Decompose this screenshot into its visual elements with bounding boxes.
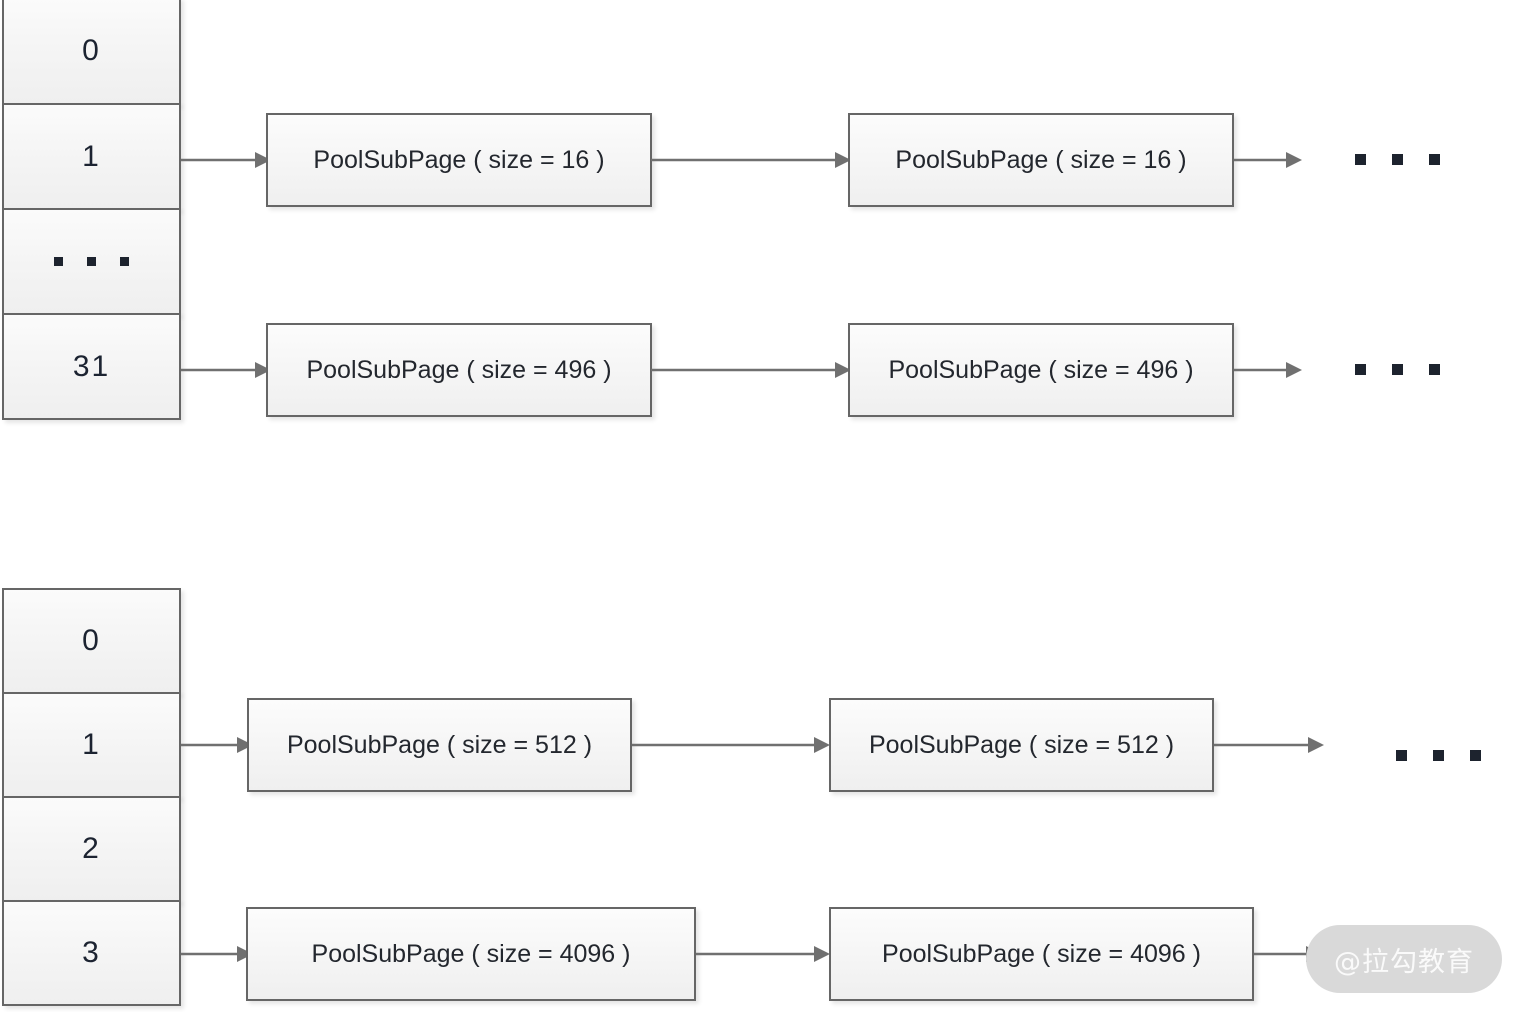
node-poolsubpage-496-b[interactable]: PoolSubPage ( size = 496 ): [848, 323, 1234, 417]
ellipsis-dot: [120, 257, 129, 266]
ellipsis-dot: [54, 257, 63, 266]
chain-trailing-ellipsis-16: [1355, 154, 1440, 165]
ellipsis-dot: [1355, 154, 1366, 165]
node-poolsubpage-4096-a[interactable]: PoolSubPage ( size = 4096 ): [246, 907, 696, 1001]
ellipsis-dot: [1392, 364, 1403, 375]
node-poolsubpage-496-a[interactable]: PoolSubPage ( size = 496 ): [266, 323, 652, 417]
node-poolsubpage-16-a[interactable]: PoolSubPage ( size = 16 ): [266, 113, 652, 207]
edge-index1-to-node16a: [181, 152, 271, 168]
index-cell-label: 0: [82, 34, 101, 67]
ellipsis-dot: [1396, 750, 1407, 761]
index-cell-ellipsis[interactable]: [2, 208, 181, 315]
ellipsis-dot: [1429, 154, 1440, 165]
node-label: PoolSubPage ( size = 496 ): [888, 355, 1194, 384]
index-cell-label: 1: [82, 139, 101, 173]
edge-index3-to-node4096a: [181, 946, 253, 962]
node-label: PoolSubPage ( size = 512 ): [868, 730, 1175, 759]
ellipsis-dot: [1429, 364, 1440, 375]
ellipsis-dot: [1433, 750, 1444, 761]
node-poolsubpage-4096-b[interactable]: PoolSubPage ( size = 4096 ): [829, 907, 1254, 1001]
node-poolsubpage-512-a[interactable]: PoolSubPage ( size = 512 ): [247, 698, 632, 792]
node-label: PoolSubPage ( size = 4096 ): [311, 939, 631, 968]
chain-trailing-ellipsis-496: [1355, 364, 1440, 375]
ellipsis-dot: [1355, 364, 1366, 375]
ellipsis-icon: [54, 257, 129, 266]
node-poolsubpage-512-b[interactable]: PoolSubPage ( size = 512 ): [829, 698, 1214, 792]
index-cell-label: 31: [72, 349, 111, 383]
ellipsis-dot: [1392, 154, 1403, 165]
edge-node512b-to-ellipsis: [1214, 737, 1324, 753]
index-cell-label: 2: [82, 832, 101, 865]
index-cell-1[interactable]: 1: [2, 103, 181, 210]
index-cell-31[interactable]: 31: [2, 313, 181, 420]
watermark-badge: @拉勾教育: [1306, 925, 1502, 993]
edge-index1-to-node512a: [181, 737, 253, 753]
node-poolsubpage-16-b[interactable]: PoolSubPage ( size = 16 ): [848, 113, 1234, 207]
edge-node16a-to-node16b: [651, 152, 851, 168]
node-label: PoolSubPage ( size = 16 ): [895, 145, 1187, 174]
chain-trailing-ellipsis-512: [1396, 750, 1481, 761]
index-cell-0[interactable]: 0: [2, 588, 181, 694]
edge-node16b-to-ellipsis: [1234, 152, 1302, 168]
ellipsis-dot: [1470, 750, 1481, 761]
node-label: PoolSubPage ( size = 16 ): [313, 145, 605, 174]
edge-node512a-to-node512b: [632, 737, 830, 753]
index-cell-1[interactable]: 1: [2, 692, 181, 798]
index-cell-label: 1: [82, 728, 101, 761]
tiny-subpage-pool-index-table: 0 1 31: [2, 0, 181, 422]
edge-node496b-to-ellipsis: [1234, 362, 1302, 378]
node-label: PoolSubPage ( size = 512 ): [286, 730, 593, 759]
index-cell-0[interactable]: 0: [2, 0, 181, 105]
node-label: PoolSubPage ( size = 4096 ): [882, 939, 1201, 968]
edge-node496a-to-node496b: [651, 362, 851, 378]
watermark-label: @拉勾教育: [1334, 946, 1474, 978]
index-cell-label: 3: [82, 936, 101, 969]
edge-node4096a-to-node4096b: [696, 946, 830, 962]
node-label: PoolSubPage ( size = 496 ): [306, 355, 612, 384]
edge-index31-to-node496a: [181, 362, 271, 378]
index-cell-label: 0: [82, 624, 101, 657]
index-cell-2[interactable]: 2: [2, 796, 181, 902]
index-cell-3[interactable]: 3: [2, 900, 181, 1006]
ellipsis-dot: [87, 257, 96, 266]
small-subpage-pool-index-table: 0 1 2 3: [2, 588, 181, 1012]
